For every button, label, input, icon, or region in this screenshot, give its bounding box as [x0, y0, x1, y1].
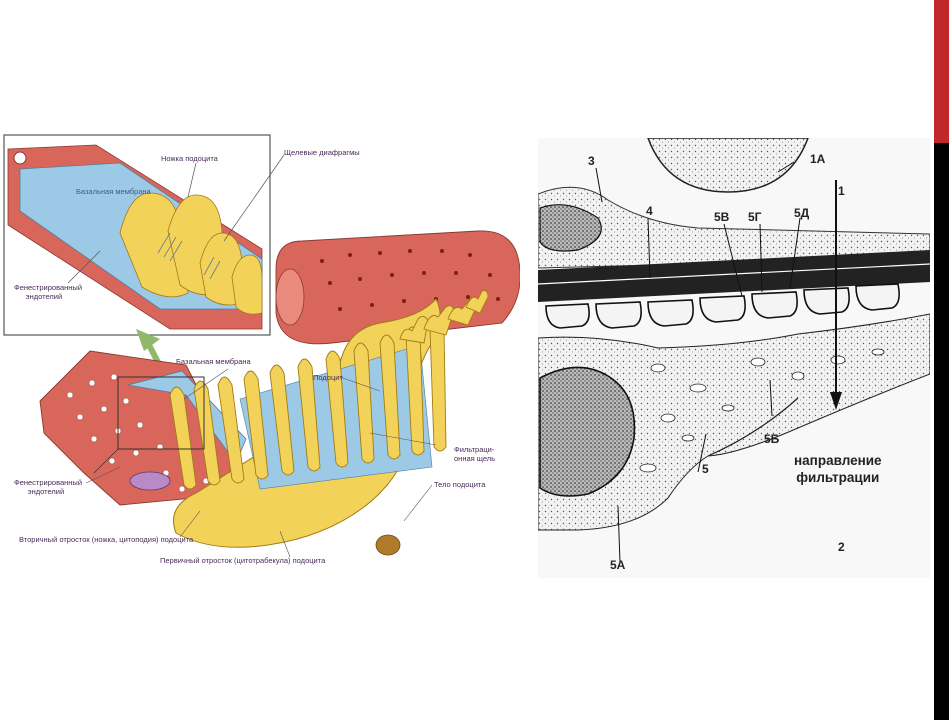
label-5d: 5Д [794, 206, 810, 220]
label-5: 5 [702, 462, 709, 476]
label-basement-membrane-inset: Базальная мембрана [76, 187, 151, 196]
podocyte-drawing [3, 134, 520, 558]
label-3: 3 [588, 154, 595, 168]
label-podocyte-body: Тело подоцита [434, 480, 486, 489]
label-secondary-process: Вторичный отросток (ножка, цитоподия) по… [19, 535, 194, 544]
label-4: 4 [646, 204, 653, 218]
label-5b: 5Б [764, 432, 780, 446]
label-direction-line1: направление [794, 453, 882, 468]
label-5a: 5А [610, 558, 626, 572]
label-5g: 5Г [748, 210, 762, 224]
label-filtration-slit: Фильтраци-онная щель [454, 445, 496, 463]
label-primary-process: Первичный отросток (цитотрабекула) подоц… [160, 556, 326, 565]
micrograph-drawing [538, 138, 930, 578]
slide-edge-bar [934, 0, 949, 720]
label-podocyte-foot: Ножка подоцита [161, 154, 218, 163]
label-1: 1 [838, 184, 845, 198]
label-2: 2 [838, 540, 845, 554]
label-1a: 1А [810, 152, 826, 166]
slide-accent-bar [934, 0, 949, 143]
inset-foot-3 [199, 232, 243, 306]
podocyte-illustration: Ножка подоцита Щелевые диафрагмы Базальн… [0, 133, 520, 573]
label-fenestrated-endothelium-inset: Фенестрированный эндотелий [14, 283, 83, 301]
label-basement-membrane: Базальная мембрана [176, 357, 251, 366]
inset-foot-4 [231, 254, 263, 315]
erythrocyte-1a [647, 138, 809, 193]
label-slit-diaphragms: Щелевые диафрагмы [284, 148, 360, 157]
inset-foot-1 [119, 192, 189, 298]
label-direction-line2: фильтрации [796, 470, 880, 485]
label-5v: 5В [714, 210, 730, 224]
filtration-barrier-micrograph: 3 1А 1 4 5В 5Г 5Д 5Б 5 5А 2 направление … [538, 138, 930, 578]
label-filtration-direction: направление фильтрации [794, 452, 882, 486]
label-fenestrated-endothelium: Фенестрированный эндотелий [14, 478, 83, 496]
label-podocyte: Подоцит [313, 373, 343, 382]
